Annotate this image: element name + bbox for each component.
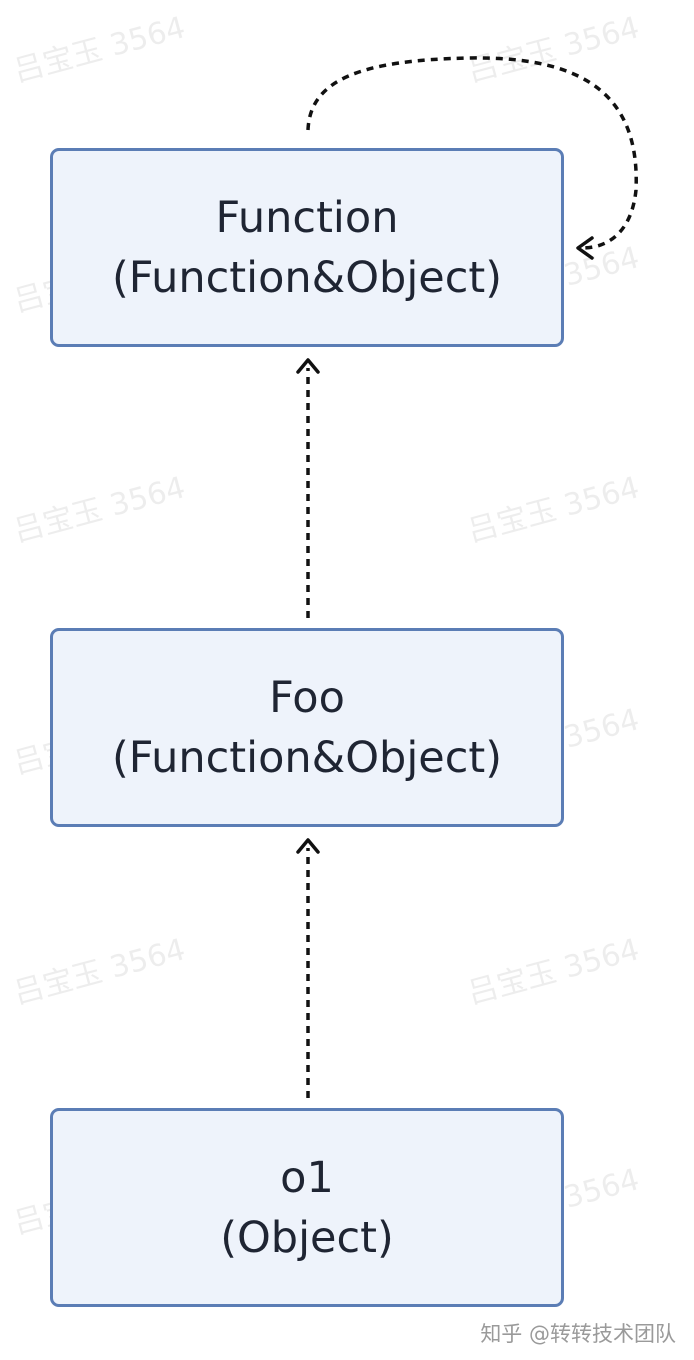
node-title: Foo: [269, 672, 345, 723]
node-type: (Function&Object): [111, 732, 503, 783]
node-type: (Function&Object): [111, 252, 503, 303]
self-loop-edge: [306, 56, 638, 250]
node-o1: o1 (Object): [50, 1108, 564, 1307]
node-foo: Foo (Function&Object): [50, 628, 564, 827]
node-title: o1: [280, 1152, 334, 1203]
footer-credit: 知乎 @转转技术团队: [480, 1322, 676, 1346]
foo-to-function-arrowhead: [296, 358, 320, 374]
node-type: (Object): [220, 1212, 394, 1263]
self-loop-arrowhead: [576, 236, 594, 260]
node-function: Function (Function&Object): [50, 148, 564, 347]
o1-to-foo-arrowhead: [296, 838, 320, 854]
node-title: Function: [215, 192, 399, 243]
